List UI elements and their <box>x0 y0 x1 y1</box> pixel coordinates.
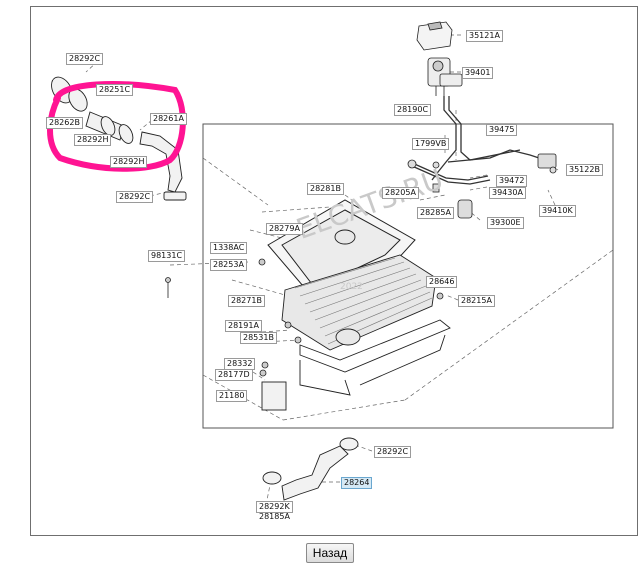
label-28177d[interactable]: 28177D <box>215 369 253 381</box>
label-28264[interactable]: 28264 <box>341 477 373 489</box>
label-28531b[interactable]: 28531B <box>240 332 277 344</box>
label-1338ac[interactable]: 1338AC <box>210 242 248 254</box>
lower-hose <box>262 437 359 501</box>
intercooler-core <box>281 229 437 351</box>
label-39300e[interactable]: 39300E <box>487 217 524 229</box>
label-28281b[interactable]: 28281B <box>307 183 344 195</box>
label-28292c-low[interactable]: 28292C <box>374 446 412 458</box>
label-21180[interactable]: 21180 <box>216 390 248 402</box>
label-28185a[interactable]: 28185A <box>259 512 290 521</box>
label-28646[interactable]: 28646 <box>426 276 458 288</box>
label-28285a[interactable]: 28285A <box>417 207 454 219</box>
vacuum-hoses <box>409 96 546 185</box>
sensor-35121a <box>416 21 453 51</box>
label-39401[interactable]: 39401 <box>462 67 494 79</box>
label-35122b[interactable]: 35122B <box>566 164 603 176</box>
back-button[interactable]: Назад <box>306 543 354 563</box>
label-35121a[interactable]: 35121A <box>466 30 503 42</box>
label-28292h-a[interactable]: 28292H <box>74 134 112 146</box>
label-28279a[interactable]: 28279A <box>266 223 303 235</box>
label-28292k[interactable]: 28292K <box>256 501 293 513</box>
label-1799vb[interactable]: 1799VB <box>412 138 450 150</box>
label-39475[interactable]: 39475 <box>486 124 518 136</box>
label-28292c-top[interactable]: 28292C <box>66 53 104 65</box>
label-28271b[interactable]: 28271B <box>228 295 265 307</box>
label-28261a[interactable]: 28261A <box>150 113 187 125</box>
watermark-year: 2022 <box>340 282 363 292</box>
label-28215a[interactable]: 28215A <box>458 295 495 307</box>
assembly-outline <box>202 123 614 429</box>
bolts <box>165 258 444 377</box>
solenoid-valve-39401 <box>427 57 463 96</box>
label-28292h-b[interactable]: 28292H <box>110 156 148 168</box>
label-98131c[interactable]: 98131C <box>148 250 186 262</box>
label-28292c-mid[interactable]: 28292C <box>116 191 154 203</box>
vacuum-fittings <box>407 153 557 219</box>
label-39430a[interactable]: 39430A <box>489 187 526 199</box>
label-28205a[interactable]: 28205A <box>382 187 419 199</box>
label-28190c[interactable]: 28190C <box>394 104 432 116</box>
label-39472[interactable]: 39472 <box>496 175 528 187</box>
label-28251c[interactable]: 28251C <box>96 84 134 96</box>
label-39410k[interactable]: 39410K <box>539 205 576 217</box>
label-28191a[interactable]: 28191A <box>225 320 262 332</box>
label-28262b[interactable]: 28262B <box>46 117 83 129</box>
label-28253a[interactable]: 28253A <box>210 259 247 271</box>
mounting-bracket <box>261 319 451 411</box>
